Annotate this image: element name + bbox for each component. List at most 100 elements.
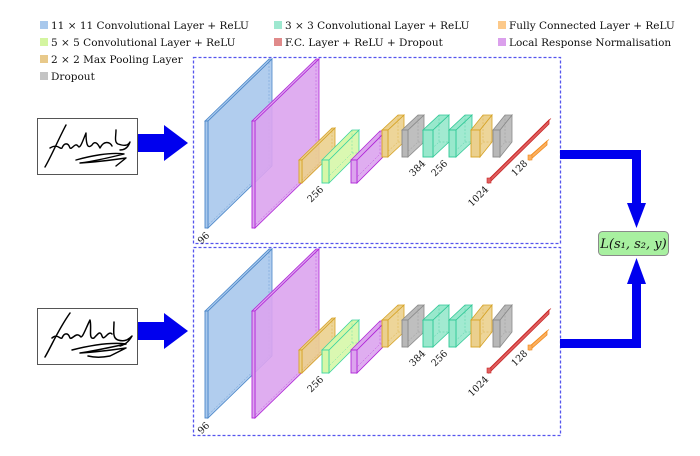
legend-item-conv11: 11 × 11 Convolutional Layer + ReLU bbox=[40, 20, 249, 32]
layer-hidden-edges bbox=[422, 305, 449, 348]
loss-function-box: L(s₁, s₂, y) bbox=[598, 231, 669, 256]
signature-image-1 bbox=[37, 118, 138, 175]
layer-front-face bbox=[422, 129, 434, 158]
layer-hidden-edges bbox=[321, 320, 359, 374]
dimension-label: 96 bbox=[196, 420, 212, 436]
signature-stroke-icon bbox=[44, 312, 133, 358]
output-arrow-bottom bbox=[560, 258, 646, 348]
layer-pool bbox=[380, 114, 406, 158]
legend-label: 11 × 11 Convolutional Layer + ReLU bbox=[51, 20, 249, 32]
legend-item-dropout: Dropout bbox=[40, 71, 96, 83]
signature-stroke-icon bbox=[44, 124, 131, 168]
layer-front-face bbox=[298, 159, 303, 184]
layer-front-face bbox=[492, 129, 501, 158]
layer-bar-end bbox=[527, 344, 533, 351]
layer-front-face bbox=[470, 129, 481, 158]
legend-item-conv5: 5 × 5 Convolutional Layer + ReLU bbox=[40, 37, 236, 49]
layer-conv3 bbox=[421, 114, 451, 158]
layer-front-face bbox=[204, 310, 209, 419]
layer-dropout bbox=[400, 304, 426, 348]
legend-label: 5 × 5 Convolutional Layer + ReLU bbox=[51, 37, 236, 49]
layer-front-face bbox=[401, 129, 409, 158]
dimension-label: 384 bbox=[408, 158, 429, 179]
layer-conv3 bbox=[447, 114, 474, 158]
layer-lrn bbox=[251, 248, 320, 419]
legend-label: Fully Connected Layer + ReLU bbox=[509, 20, 675, 32]
loss-function-label: L(s₁, s₂, y) bbox=[599, 237, 666, 252]
legend: 11 × 11 Convolutional Layer + ReLU 5 × 5… bbox=[40, 20, 675, 83]
legend-item-fc-dropout: F.C. Layer + ReLU + Dropout bbox=[274, 37, 444, 49]
layer-front-face bbox=[401, 319, 409, 348]
input-arrow-bottom bbox=[138, 313, 188, 349]
layer-lrn bbox=[251, 58, 320, 229]
layer-front-face bbox=[251, 310, 256, 419]
legend-swatch bbox=[498, 21, 506, 29]
layer-front-face bbox=[350, 349, 358, 374]
layer-front-face bbox=[492, 319, 501, 348]
layer-bar-end bbox=[486, 367, 492, 374]
layer-front-face bbox=[381, 129, 389, 158]
legend-swatch bbox=[40, 21, 48, 29]
legend-swatch bbox=[274, 38, 282, 46]
legend-label: Local Response Normalisation bbox=[509, 37, 671, 49]
dimension-label: 256 bbox=[306, 184, 327, 205]
layer-pool bbox=[298, 317, 336, 374]
layer-conv5 bbox=[321, 319, 360, 374]
layer-conv5 bbox=[321, 129, 360, 184]
layer-front-face bbox=[321, 349, 330, 374]
layer-dropout bbox=[492, 303, 513, 349]
layer-front-face bbox=[470, 319, 481, 348]
dimension-label: 256 bbox=[306, 374, 327, 395]
legend-label: 2 × 2 Max Pooling Layer bbox=[51, 54, 184, 66]
layer-front-face bbox=[422, 319, 434, 348]
signature-image-2 bbox=[37, 308, 138, 365]
layer-fc_drop bbox=[486, 118, 552, 184]
input-arrow-top bbox=[138, 125, 188, 161]
legend-swatch bbox=[274, 21, 282, 29]
layer-fc bbox=[527, 139, 550, 161]
dimension-label: 1024 bbox=[466, 184, 491, 209]
layer-front-face bbox=[251, 120, 256, 229]
layer-dropout bbox=[400, 114, 426, 158]
layer-conv3 bbox=[421, 304, 451, 348]
layer-front-face bbox=[321, 159, 330, 184]
layer-hidden-edges bbox=[422, 115, 449, 158]
dimension-label: 384 bbox=[408, 348, 429, 369]
layer-hidden-edges bbox=[448, 305, 472, 348]
dimension-label: 256 bbox=[430, 158, 451, 179]
layer-dropout bbox=[492, 113, 513, 159]
layer-hidden-edges bbox=[321, 130, 359, 184]
legend-item-lrn: Local Response Normalisation bbox=[498, 37, 671, 49]
legend-label: 3 × 3 Convolutional Layer + ReLU bbox=[285, 20, 470, 32]
layer-fc bbox=[527, 329, 550, 351]
layer-pool bbox=[380, 304, 406, 348]
legend-swatch bbox=[40, 55, 48, 63]
legend-swatch bbox=[498, 38, 506, 46]
layer-lrn bbox=[350, 130, 387, 184]
layer-bar-end bbox=[527, 154, 533, 161]
layer-conv3 bbox=[447, 304, 474, 348]
layer-front-face bbox=[350, 159, 358, 184]
dimension-label: 128 bbox=[510, 158, 531, 179]
layer-bar-top bbox=[529, 329, 550, 347]
legend-label: F.C. Layer + ReLU + Dropout bbox=[285, 37, 444, 49]
dimension-label: 1024 bbox=[466, 374, 491, 399]
dimension-label: 256 bbox=[430, 348, 451, 369]
layer-bar-top bbox=[529, 139, 550, 157]
layer-front-face bbox=[204, 120, 209, 229]
dimension-label: 96 bbox=[196, 230, 212, 246]
layer-pool bbox=[470, 113, 493, 159]
layer-front-face bbox=[298, 349, 303, 374]
legend-item-conv3: 3 × 3 Convolutional Layer + ReLU bbox=[274, 20, 470, 32]
layer-front-face bbox=[448, 129, 457, 158]
legend-item-fc: Fully Connected Layer + ReLU bbox=[498, 20, 675, 32]
legend-item-pool: 2 × 2 Max Pooling Layer bbox=[40, 54, 184, 66]
layer-pool bbox=[470, 303, 493, 349]
dimension-label: 128 bbox=[510, 348, 531, 369]
layer-front-face bbox=[381, 319, 389, 348]
legend-swatch bbox=[40, 72, 48, 80]
legend-swatch bbox=[40, 38, 48, 46]
